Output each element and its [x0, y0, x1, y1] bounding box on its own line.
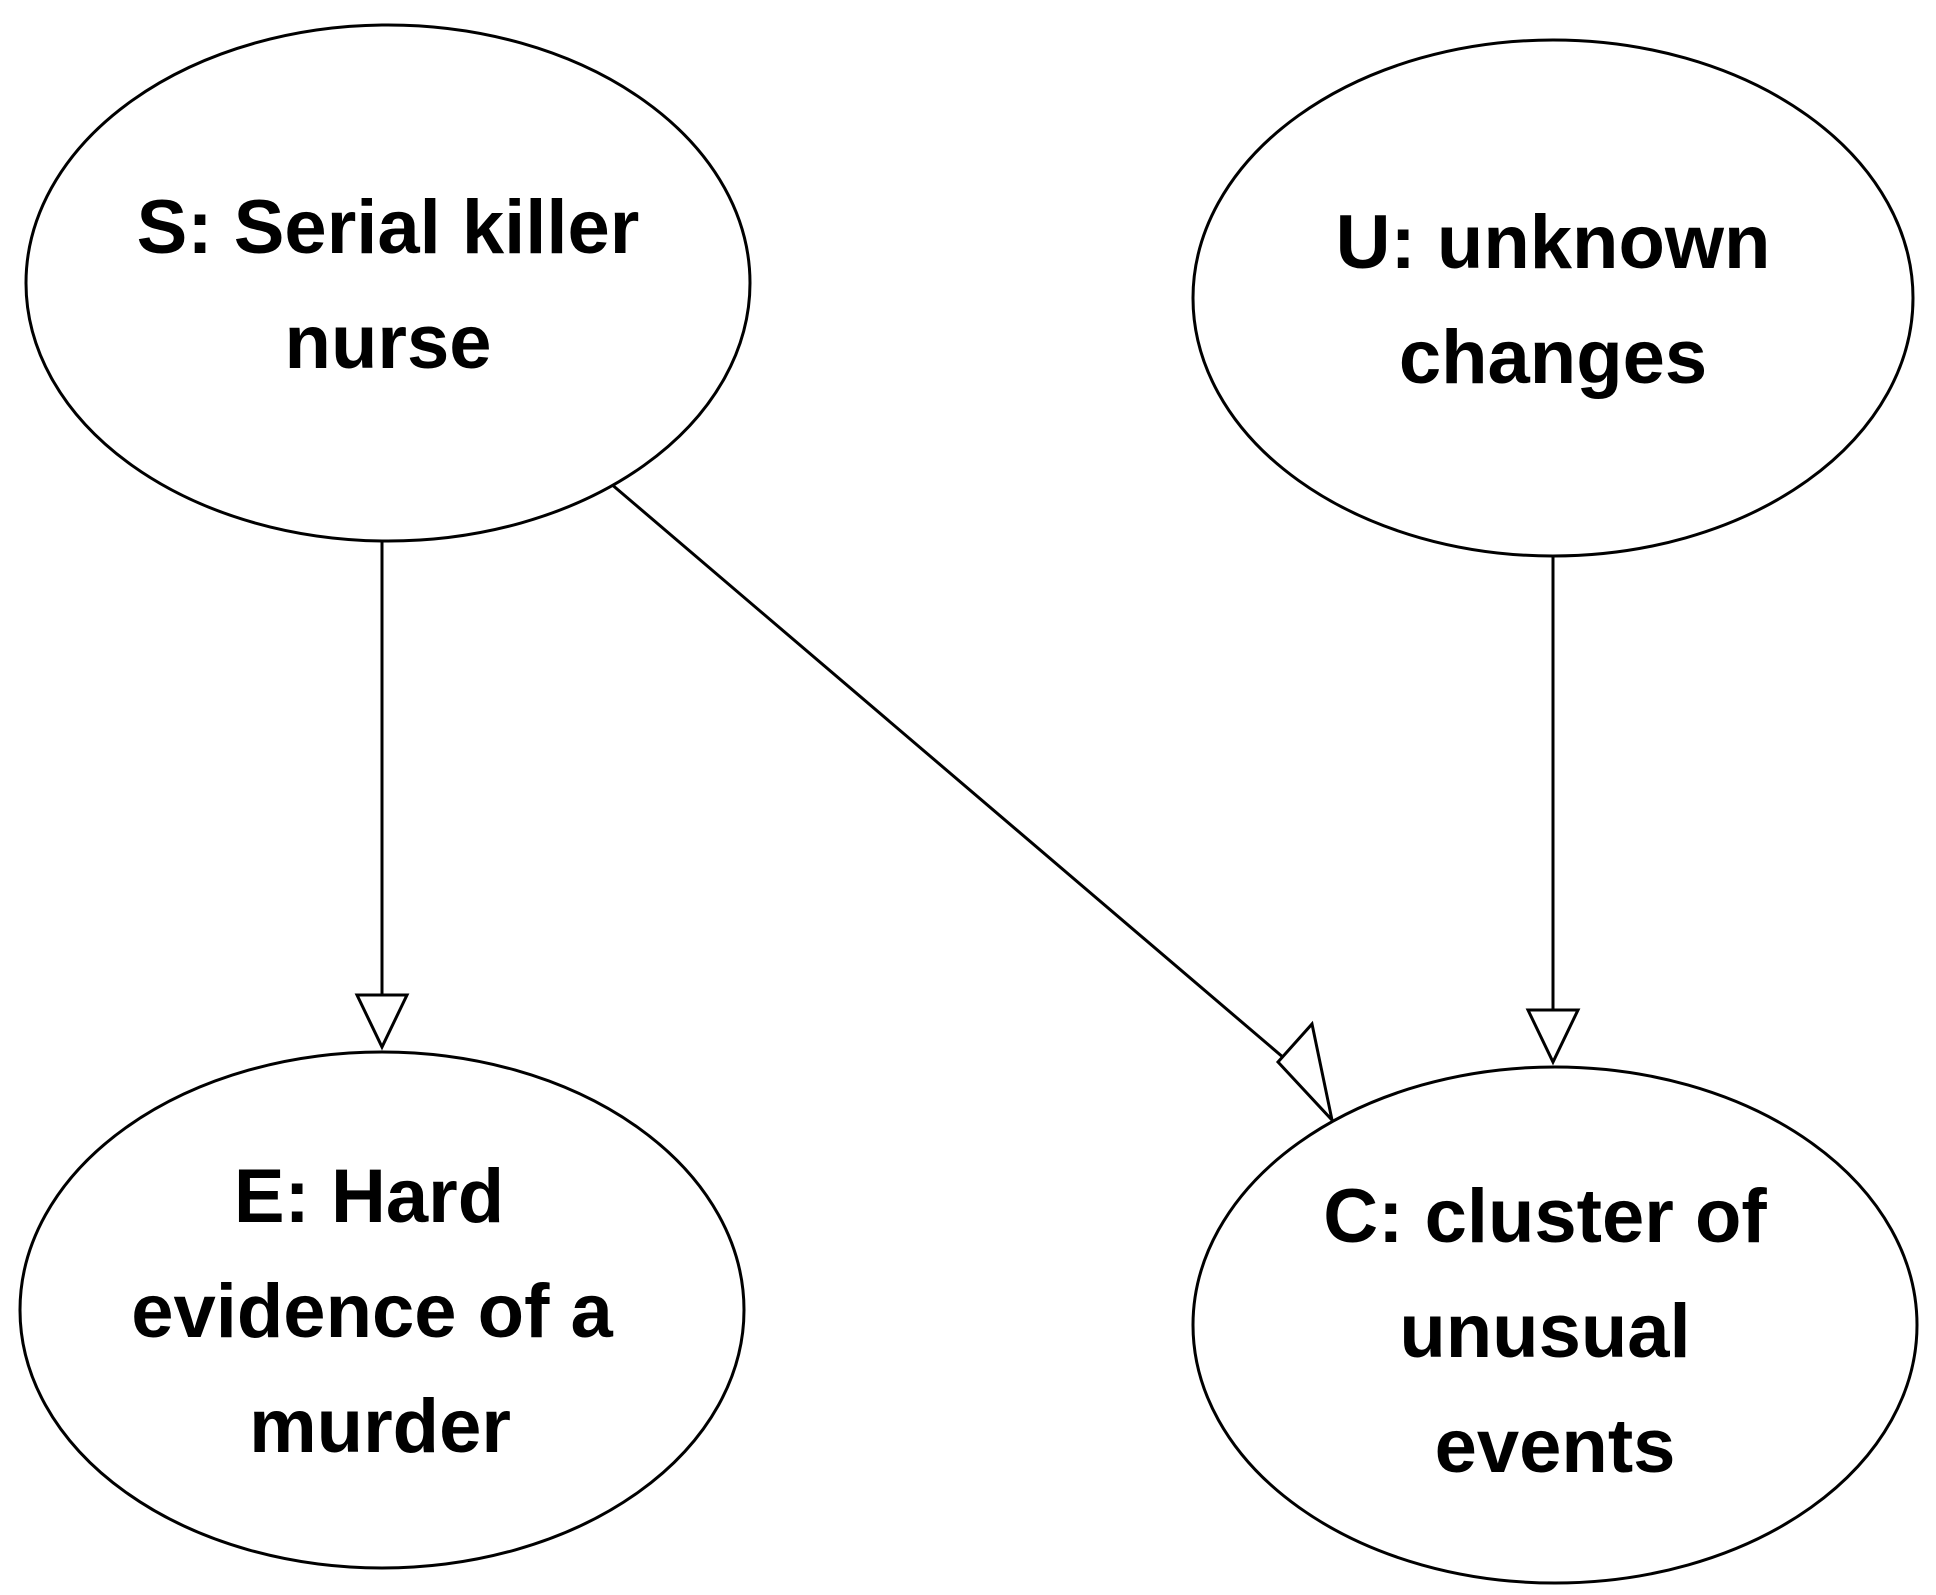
- node-c-label-line-2: unusual: [1399, 1289, 1690, 1374]
- node-c-label-line-3: events: [1435, 1404, 1676, 1489]
- node-e: E: Hard evidence of a murder: [18, 1050, 746, 1570]
- node-u-label-line-1: U: unknown: [1336, 200, 1771, 285]
- edge-s-to-c: [609, 481, 1299, 1072]
- node-s-ellipse: [24, 23, 752, 543]
- node-e-label-line-1: E: Hard: [234, 1154, 504, 1239]
- node-u-ellipse: [1191, 38, 1915, 558]
- node-s-label-line-1: S: Serial killer: [137, 185, 640, 270]
- node-c-ellipse: [1191, 1065, 1919, 1585]
- arrowhead-s-to-e: [354, 993, 410, 1051]
- node-u: U: unknown changes: [1191, 38, 1915, 558]
- node-e-label-line-3: murder: [249, 1384, 511, 1469]
- node-s-label-line-2: nurse: [285, 300, 492, 385]
- node-e-ellipse: [18, 1050, 746, 1570]
- arrowhead-u-to-c: [1525, 1008, 1581, 1066]
- edges: [354, 481, 1581, 1125]
- arrowhead-s-to-c: [1275, 1020, 1335, 1125]
- node-u-label-line-2: changes: [1399, 315, 1707, 400]
- node-s: S: Serial killer nurse: [24, 23, 752, 543]
- node-e-label-line-2: evidence of a: [131, 1269, 613, 1354]
- node-c-label-line-1: C: cluster of: [1323, 1174, 1767, 1259]
- node-c: C: cluster of unusual events: [1191, 1065, 1919, 1585]
